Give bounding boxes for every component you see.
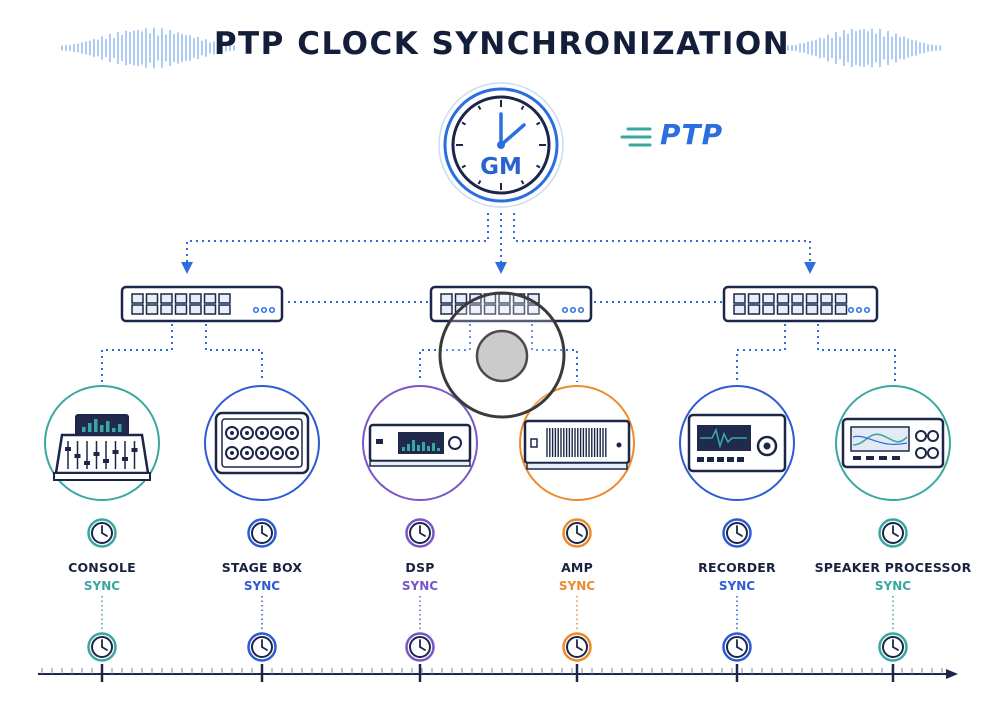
device-label: CONSOLE (68, 560, 136, 575)
device-label: SPEAKER PROCESSOR (814, 560, 972, 575)
device-node (204, 385, 320, 662)
amplifier-icon (523, 419, 631, 470)
stage-box-icon (214, 411, 310, 475)
device-node (835, 385, 951, 662)
switch-right-icon (722, 285, 879, 323)
device-label: STAGE BOX (221, 560, 303, 575)
device-label: AMP (561, 560, 593, 575)
timeline-axis (38, 664, 958, 682)
device-clock-icon (562, 518, 592, 548)
ptp-logo-icon (620, 127, 652, 147)
waveform-right-decoration (787, 28, 941, 68)
ptp-logo-text: PTP (660, 118, 724, 151)
timeline-clock-icon (878, 632, 908, 662)
device-connection-lines (101, 324, 896, 382)
mixing-console-icon (53, 414, 151, 481)
device-label: RECORDER (698, 560, 776, 575)
timeline-clock-icon (562, 632, 592, 662)
gm-distribution-lines (181, 213, 816, 274)
dsp-unit-icon (368, 423, 472, 467)
speaker-processor-icon (841, 417, 945, 469)
recorder-icon (687, 413, 787, 473)
device-clock-icon (878, 518, 908, 548)
device-clock-icon (405, 518, 435, 548)
device-node (362, 385, 478, 662)
timeline-clock-icon (247, 632, 277, 662)
device-node (44, 385, 160, 662)
device-label: DSP (405, 560, 435, 575)
timeline-clock-icon (722, 632, 752, 662)
mouse-cursor-overlay (438, 291, 566, 419)
page-title: PTP CLOCK SYNCHRONIZATION (213, 26, 791, 62)
switch-left-icon (120, 285, 284, 323)
sync-status: SYNC (558, 579, 596, 593)
sync-status: SYNC (874, 579, 912, 593)
device-clock-icon (722, 518, 752, 548)
device-node (679, 385, 795, 662)
waveform-left-decoration (61, 27, 235, 69)
device-node (519, 385, 635, 662)
device-clock-icon (87, 518, 117, 548)
sync-status: SYNC (243, 579, 281, 593)
grandmaster-label: GM (480, 154, 522, 180)
device-clock-icon (247, 518, 277, 548)
grandmaster-clock-icon (438, 82, 564, 208)
sync-status: SYNC (718, 579, 756, 593)
timeline-clock-icon (405, 632, 435, 662)
sync-status: SYNC (401, 579, 439, 593)
timeline-clock-icon (87, 632, 117, 662)
sync-status: SYNC (83, 579, 121, 593)
